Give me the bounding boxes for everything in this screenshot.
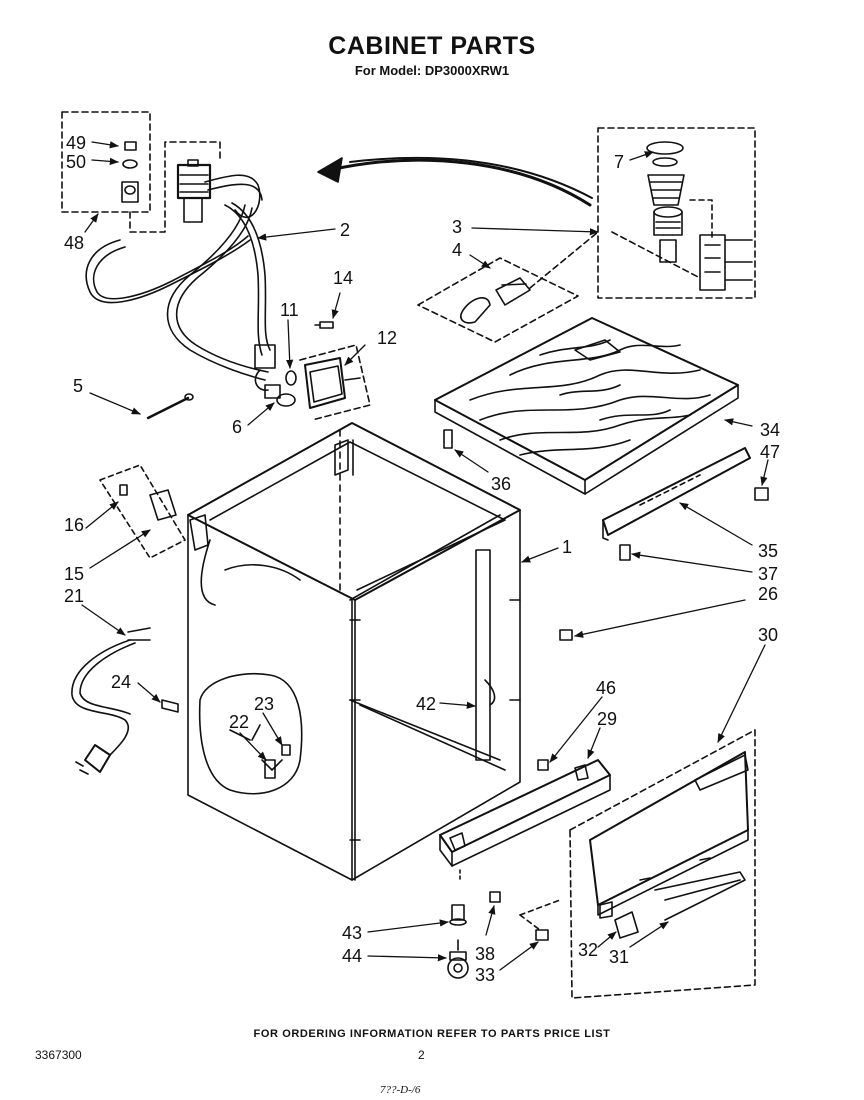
callout-32: 32: [578, 940, 598, 960]
callout-30: 30: [758, 625, 778, 645]
callout-16: 16: [64, 515, 84, 535]
ordering-info-note: FOR ORDERING INFORMATION REFER TO PARTS …: [253, 1028, 611, 1040]
page-number: 2: [418, 1048, 425, 1062]
callout-labels: 49 50 48 2 7 3 4 14 11 12 5 6 34 36 47 1…: [64, 133, 780, 985]
callout-11: 11: [280, 300, 299, 320]
callout-7: 7: [614, 152, 624, 172]
part-48-group: [61, 111, 151, 213]
callout-24: 24: [111, 672, 131, 692]
callout-33: 33: [475, 965, 495, 985]
handwritten-mark: 7??-D-/6: [380, 1084, 421, 1096]
callout-1: 1: [562, 537, 572, 557]
part-34-wood-top: [434, 317, 739, 495]
callout-3: 3: [452, 217, 462, 237]
callout-38: 38: [475, 944, 495, 964]
callout-5: 5: [73, 376, 83, 396]
callout-29: 29: [597, 709, 617, 729]
callout-48: 48: [64, 233, 84, 253]
document-number: 3367300: [35, 1048, 82, 1062]
callout-23: 23: [254, 694, 274, 714]
callout-50: 50: [66, 152, 86, 172]
callout-49: 49: [66, 133, 86, 153]
callout-47: 47: [760, 442, 780, 462]
callout-37: 37: [758, 564, 778, 584]
part-29-toe-plate: [439, 759, 611, 881]
page-title: CABINET PARTS: [328, 32, 536, 60]
callout-22: 22: [229, 712, 249, 732]
callout-14: 14: [333, 268, 353, 288]
callout-21: 21: [64, 586, 84, 606]
model-subtitle: For Model: DP3000XRW1: [354, 63, 510, 78]
part-12-bracket: [299, 344, 371, 421]
part-3-group: [597, 127, 756, 299]
callout-6: 6: [232, 417, 242, 437]
part-4-group: [417, 231, 599, 343]
callout-43: 43: [342, 923, 362, 943]
callout-31: 31: [609, 947, 629, 967]
callout-15: 15: [64, 564, 84, 584]
part-35-rail: [602, 447, 751, 541]
part-30-access-panel: [519, 729, 756, 999]
water-valve-and-hose: [85, 141, 281, 399]
callout-42: 42: [416, 694, 436, 714]
callout-44: 44: [342, 946, 362, 966]
part-21-power-cord: [71, 464, 186, 775]
leader-lines: [81, 141, 769, 971]
callout-34: 34: [760, 420, 780, 440]
callout-46: 46: [596, 678, 616, 698]
callout-36: 36: [491, 474, 511, 494]
callout-2: 2: [340, 220, 350, 240]
callout-4: 4: [452, 240, 462, 260]
callout-26: 26: [758, 584, 778, 604]
callout-12: 12: [377, 328, 397, 348]
callout-35: 35: [758, 541, 778, 561]
part-1-cabinet: [187, 422, 521, 881]
